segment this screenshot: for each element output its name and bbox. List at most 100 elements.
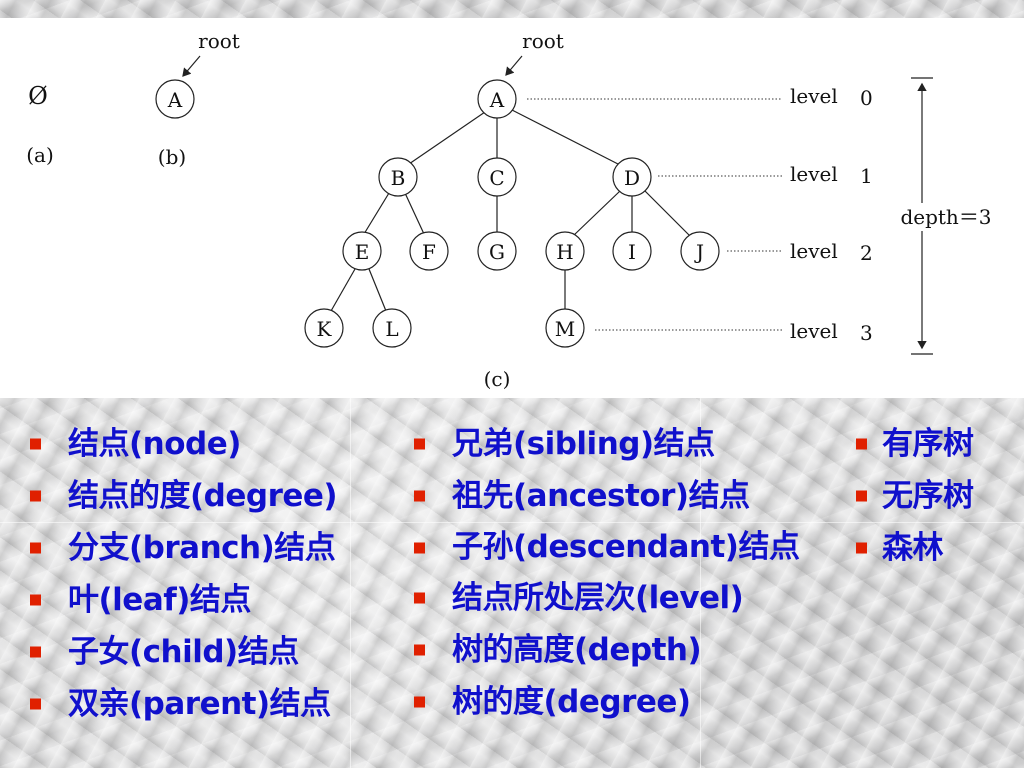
edge-e-l [368, 268, 387, 312]
terms-list-3: 有序树 无序树 森林 [852, 418, 1024, 574]
root-arrow-c [505, 55, 523, 76]
level-guides [527, 98, 782, 331]
caption-c: (c) [484, 367, 511, 391]
terms-column-2: 兄弟(sibling)结点 祖先(ancestor)结点 子孙(descenda… [410, 418, 830, 728]
edge-b-e [363, 192, 390, 235]
bullet-square-icon [414, 490, 425, 502]
term-text: 分支(branch)结点 [68, 530, 336, 566]
bullet-square-icon [30, 438, 41, 450]
caption-b: (b) [158, 145, 186, 169]
level-0-label: level [790, 84, 838, 108]
node-m-label: M [555, 317, 575, 341]
node-h [545, 231, 585, 271]
terms-list-1: 结点(node) 结点的度(degree) 分支(branch)结点 叶(lea… [26, 418, 396, 730]
root-arrow-b [182, 55, 201, 77]
node-c-label: C [489, 166, 504, 190]
level-3-label: level [790, 319, 838, 343]
bullet-square-icon [414, 438, 425, 450]
term-item: 子女(child)结点 [26, 626, 396, 678]
term-text: 森林 [882, 530, 944, 566]
node-l-label: L [385, 317, 398, 341]
node-k [304, 308, 344, 348]
bullet-square-icon [30, 490, 41, 502]
term-item: 结点所处层次(level) [410, 572, 830, 624]
term-item: 祖先(ancestor)结点 [410, 470, 830, 522]
node-f [409, 231, 449, 271]
edge-d-j [644, 190, 691, 237]
term-text: 结点所处层次(level) [452, 580, 744, 616]
tile-seam [350, 398, 351, 768]
term-item: 结点的度(degree) [26, 470, 396, 522]
term-item: 树的度(degree) [410, 676, 830, 728]
term-item: 树的高度(depth) [410, 624, 830, 676]
edge-d-h [572, 190, 621, 237]
node-i-label: I [628, 240, 636, 264]
level-1-label: level [790, 162, 838, 186]
terms-column-1: 结点(node) 结点的度(degree) 分支(branch)结点 叶(lea… [26, 418, 396, 730]
depth-label: depth＝3 [900, 205, 991, 229]
terms-list-2: 兄弟(sibling)结点 祖先(ancestor)结点 子孙(descenda… [410, 418, 830, 728]
node-g-label: G [489, 240, 505, 264]
depth-bracket: depth＝3 [893, 77, 1007, 355]
level-0-number: 0 [860, 86, 873, 110]
bullet-square-icon [414, 542, 425, 554]
term-text: 双亲(parent)结点 [68, 686, 331, 722]
term-text: 子孙(descendant)结点 [452, 529, 800, 565]
term-text: 子女(child)结点 [68, 634, 299, 670]
node-j [680, 231, 720, 271]
bullet-square-icon [856, 490, 867, 502]
term-item: 叶(leaf)结点 [26, 574, 396, 626]
node-d-label: D [624, 166, 640, 190]
node-e-label: E [355, 240, 370, 264]
level-1-number: 1 [860, 164, 873, 188]
term-item: 兄弟(sibling)结点 [410, 418, 830, 470]
term-text: 叶(leaf)结点 [68, 582, 251, 618]
terms-column-3: 有序树 无序树 森林 [852, 418, 1024, 574]
term-text: 树的度(degree) [452, 684, 691, 720]
node-h-label: H [556, 240, 573, 264]
edge-a-d [511, 109, 619, 165]
bullet-square-icon [414, 644, 425, 656]
term-text: 兄弟(sibling)结点 [452, 426, 715, 462]
caption-a: (a) [26, 143, 54, 167]
tree-edges [330, 109, 691, 312]
bullet-square-icon [856, 542, 867, 554]
bullet-square-icon [414, 696, 425, 708]
node-f-label: F [422, 240, 436, 264]
tree-diagram: Ø (a) root A (b) [26, 29, 1007, 391]
term-text: 树的高度(depth) [452, 632, 702, 668]
root-label-b: root [198, 29, 240, 53]
term-text: 祖先(ancestor)结点 [452, 478, 750, 514]
node-k-label: K [317, 317, 333, 341]
node-a-single-label: A [167, 88, 183, 112]
node-b [378, 157, 418, 197]
edge-a-b [408, 111, 486, 165]
level-3-number: 3 [860, 321, 873, 345]
bullet-square-icon [856, 438, 867, 450]
bullet-square-icon [30, 594, 41, 606]
node-c [477, 157, 517, 197]
node-j-label: J [694, 240, 704, 264]
node-a [477, 79, 517, 119]
node-a-label: A [489, 88, 505, 112]
term-item: 无序树 [852, 470, 1024, 522]
term-item: 森林 [852, 522, 1024, 574]
node-g [477, 231, 517, 271]
tile-seam [700, 398, 701, 768]
level-labels: level 0 level 1 level 2 level 3 [790, 84, 873, 345]
bullet-square-icon [30, 698, 41, 710]
term-item: 结点(node) [26, 418, 396, 470]
term-text: 有序树 [882, 426, 974, 462]
node-b-label: B [391, 166, 406, 190]
term-item: 子孙(descendant)结点 [410, 522, 822, 572]
tree-diagram-panel: Ø (a) root A (b) [0, 18, 1024, 398]
term-item: 分支(branch)结点 [26, 522, 396, 574]
edge-b-f [404, 192, 425, 235]
node-e [342, 231, 382, 271]
tree-nodes: A B C D E F G H I J [304, 79, 720, 348]
bullet-square-icon [30, 646, 41, 658]
node-d [612, 157, 652, 197]
level-2-number: 2 [860, 241, 873, 265]
empty-tree-symbol: Ø [28, 82, 48, 110]
